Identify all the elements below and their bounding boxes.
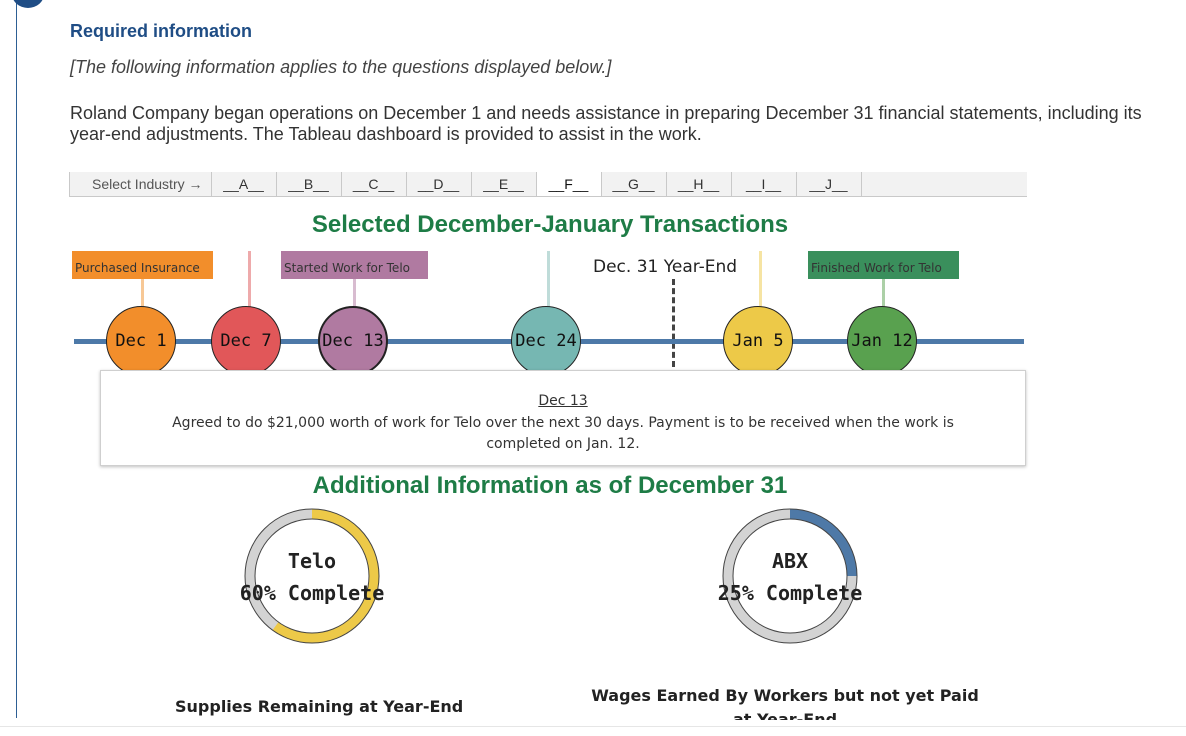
intro-paragraph: Roland Company began operations on Decem… [70,103,1142,144]
question-badge [12,0,44,8]
industry-option-c[interactable]: __C__ [342,172,407,196]
industry-option-h[interactable]: __H__ [667,172,732,196]
node-dec-7[interactable]: Dec 7 [211,306,281,376]
abx-ring-inner-edge [732,518,848,634]
year-end-dashed-line [672,279,675,367]
wages-earned-label: Wages Earned By Workers but not yet Paid… [591,686,979,720]
node-jan-12[interactable]: Jan 12 [847,306,917,376]
telo-ring-fill [245,509,379,643]
bottom-divider [0,726,1186,727]
node-jan-5[interactable]: Jan 5 [723,306,793,376]
telo-complete: 60% Complete [239,581,385,605]
stem-dec-7 [248,251,251,309]
additional-info-title: Additional Information as of December 31 [312,472,788,499]
industry-selector: Select Industry → __A__ __B__ __C__ __D_… [69,172,1027,197]
industry-option-j[interactable]: __J__ [797,172,862,196]
telo-name: Telo [287,549,337,573]
industry-option-d[interactable]: __D__ [407,172,472,196]
transaction-tooltip: Dec 13 Agreed to do $21,000 worth of wor… [100,370,1026,466]
industry-option-f[interactable]: __F__ [536,172,602,196]
telo-ring-outer-edge [244,508,380,644]
stem-dec-1 [141,279,144,309]
node-dec-24[interactable]: Dec 24 [511,306,581,376]
abx-complete: 25% Complete [717,581,863,605]
abx-progress-ring [722,508,858,644]
timeline-title: Selected December-January Transactions [311,211,789,238]
tooltip-text: Agreed to do $21,000 worth of work for T… [172,415,954,452]
applies-note: [The following information applies to th… [70,57,612,77]
abx-ring-label: ABX 25% Complete [700,545,880,609]
year-end-label: Dec. 31 Year-End [593,257,738,277]
stem-dec-24 [547,251,550,309]
stem-dec-13 [353,279,356,309]
left-border-line [16,0,17,718]
tag-finished-work-telo[interactable]: Finished Work for Telo [808,251,959,279]
industry-option-e[interactable]: __E__ [472,172,537,196]
tooltip-date: Dec 13 [538,393,588,409]
node-dec-1[interactable]: Dec 1 [106,306,176,376]
stem-jan-5 [759,251,762,309]
tag-started-work-telo[interactable]: Started Work for Telo [281,251,428,279]
node-dec-13[interactable]: Dec 13 [318,306,388,376]
required-information-title: Required information [70,21,253,41]
abx-ring-fill [723,509,857,643]
industry-option-a[interactable]: __A__ [212,172,277,196]
select-industry-label: Select Industry → [69,172,212,196]
telo-ring-label: Telo 60% Complete [222,545,402,609]
telo-progress-ring [244,508,380,644]
stem-jan-12 [882,279,885,309]
tag-purchased-insurance[interactable]: Purchased Insurance [72,251,213,279]
abx-ring-outer-edge [722,508,858,644]
industry-option-g[interactable]: __G__ [602,172,667,196]
industry-option-b[interactable]: __B__ [277,172,342,196]
supplies-remaining-label: Supplies Remaining at Year-End [175,697,464,716]
telo-ring-inner-edge [254,518,370,634]
abx-name: ABX [771,549,809,573]
industry-option-i[interactable]: __I__ [732,172,797,196]
